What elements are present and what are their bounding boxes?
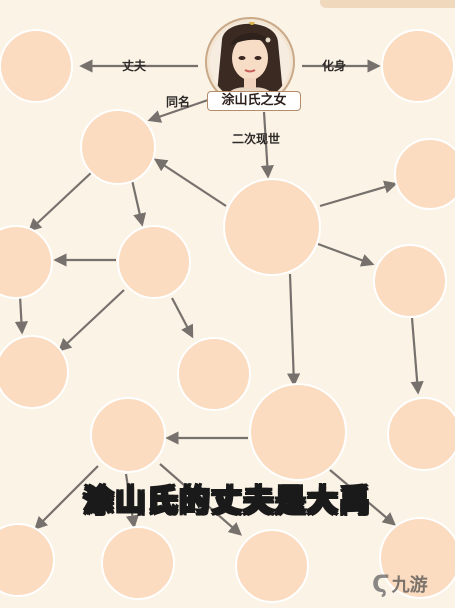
node-left-low <box>0 335 69 409</box>
watermark: Ϛ 九游 <box>372 570 428 598</box>
node-bottom-2 <box>101 526 175 600</box>
caption-subtitle: 涂山氏的丈夫是大禹 <box>83 483 372 520</box>
edge-a-to-left1 <box>28 171 93 232</box>
node-bottom-3 <box>235 529 309 603</box>
edge-right2-to-right3 <box>410 317 424 395</box>
edge-label-second-appearance: 二次现世 <box>232 131 280 146</box>
edge-center-to-a <box>153 158 227 207</box>
edge-center-to-bottom <box>287 273 301 387</box>
node-right-low <box>387 397 455 471</box>
node-same-name <box>80 109 156 185</box>
edge-label-husband: 丈夫 <box>122 58 147 73</box>
title-banner-strip <box>320 0 455 8</box>
node-left-mid <box>0 225 53 299</box>
node-lower-left <box>90 397 166 473</box>
edge-mid-to-bottom-mid <box>171 297 194 339</box>
edge-lower-left-to-br3 <box>159 463 242 536</box>
node-mid <box>117 225 191 299</box>
edge-label-same-name: 同名 <box>166 94 190 109</box>
center-node-label: 涂山氏之女 <box>207 91 301 111</box>
nodes <box>0 29 455 603</box>
edge-center-to-right1 <box>319 180 398 208</box>
node-bottom-4 <box>379 517 455 599</box>
edge-a-to-mid <box>130 179 147 227</box>
edge-bigbottom-to-br4 <box>329 469 397 526</box>
node-big-bottom <box>249 383 347 481</box>
s-logo-icon: Ϛ <box>372 570 390 598</box>
edge-left1-to-left2 <box>14 295 29 335</box>
node-mid-low <box>177 337 251 411</box>
edge-mid-to-left2 <box>58 289 125 352</box>
node-right-mid <box>373 244 447 318</box>
node-second-appearance <box>223 178 321 276</box>
edge-label-transform: 化身 <box>322 58 346 73</box>
node-bottom-1 <box>0 523 55 597</box>
watermark-logo-text: 九游 <box>391 575 428 596</box>
edge-same-name <box>147 98 209 123</box>
node-right-upper <box>394 138 455 210</box>
edge-lower-left-to-br2 <box>124 473 139 529</box>
node-husband <box>0 29 73 103</box>
edge-lower-left-to-br1 <box>34 465 99 530</box>
edges <box>14 59 424 536</box>
edge-second-appearance <box>260 111 274 179</box>
node-transform <box>381 29 455 103</box>
edge-center-to-right2 <box>317 242 375 267</box>
